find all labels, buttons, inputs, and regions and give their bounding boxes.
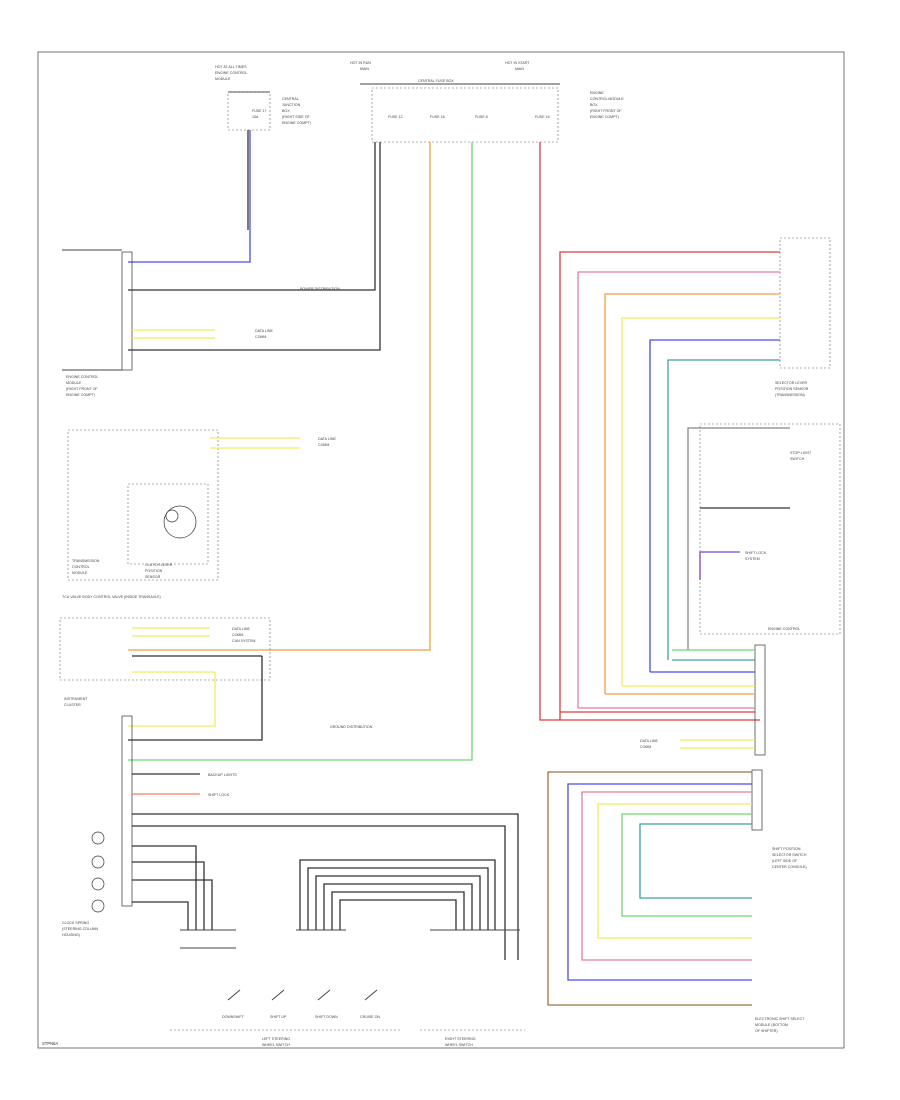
svg-text:SHIFT LOCK: SHIFT LOCK xyxy=(208,793,230,797)
svg-text:(STEERING COLUMN: (STEERING COLUMN xyxy=(62,927,99,931)
hot-in-run-block: HOT IN RUN MAIN HOT IN START MAIN CENTRA… xyxy=(350,61,624,143)
svg-text:FUSE 18: FUSE 18 xyxy=(430,115,445,119)
svg-text:(TRANSMISSION): (TRANSMISSION) xyxy=(775,393,805,397)
corner-label: STPN8A xyxy=(42,1041,58,1046)
svg-text:(RIGHT FRONT OF: (RIGHT FRONT OF xyxy=(590,109,622,113)
svg-text:WHEEL SWITCH: WHEEL SWITCH xyxy=(445,1043,473,1047)
svg-text:JUNCTION: JUNCTION xyxy=(282,103,301,107)
svg-text:SWITCH: SWITCH xyxy=(790,457,805,461)
svg-text:(RIGHT FRONT OF: (RIGHT FRONT OF xyxy=(66,387,98,391)
svg-text:MODULE: MODULE xyxy=(215,77,231,81)
svg-text:(RIGHT SIDE OF: (RIGHT SIDE OF xyxy=(282,115,310,119)
svg-text:DOWNSHIFT: DOWNSHIFT xyxy=(222,1015,245,1019)
svg-text:ELECTRONIC SHIFT SELECT: ELECTRONIC SHIFT SELECT xyxy=(755,1017,805,1021)
svg-text:CENTRAL FUSE BOX: CENTRAL FUSE BOX xyxy=(418,79,454,83)
svg-text:BOX: BOX xyxy=(282,109,290,113)
left-steering-switches: DOWNSHIFT SHIFT UP SHIFT DOWN CRUISE ON … xyxy=(170,929,400,1047)
svg-text:WHEEL SWITCH: WHEEL SWITCH xyxy=(262,1043,290,1047)
svg-text:COMM: COMM xyxy=(318,443,329,447)
svg-text:FUSE 17: FUSE 17 xyxy=(252,109,267,113)
svg-text:COMM: COMM xyxy=(640,745,651,749)
svg-text:DATA LINE: DATA LINE xyxy=(232,627,250,631)
svg-text:DATA LINE: DATA LINE xyxy=(318,437,336,441)
svg-text:ENGINE CONTROL: ENGINE CONTROL xyxy=(768,627,800,631)
tcm-block: DATA LINE COMM TRANSMISSION CONTROL MODU… xyxy=(62,429,336,599)
hot-at-all-times-block: HOT AT ALL TIMES ENGINE CONTROL MODULE F… xyxy=(215,65,311,131)
svg-text:INSTRUMENT: INSTRUMENT xyxy=(64,697,88,701)
feed-wires-top-left xyxy=(128,130,760,761)
svg-text:FUSE 12: FUSE 12 xyxy=(388,115,403,119)
svg-text:POSITION: POSITION xyxy=(145,569,163,573)
svg-text:COMM: COMM xyxy=(232,633,243,637)
svg-text:TCU VALVE BODY CONTROL VALVE (: TCU VALVE BODY CONTROL VALVE (INSIDE TRA… xyxy=(62,595,161,599)
svg-text:ENGINE CONTROL: ENGINE CONTROL xyxy=(215,71,247,75)
svg-text:CENTER CONSOLE): CENTER CONSOLE) xyxy=(772,865,807,869)
svg-text:(LEFT SIDE OF: (LEFT SIDE OF xyxy=(772,859,798,863)
svg-text:CONTROL: CONTROL xyxy=(72,565,90,569)
svg-text:15A: 15A xyxy=(252,115,259,119)
svg-text:CAN SYSTEM: CAN SYSTEM xyxy=(232,639,255,643)
svg-text:GROUND DISTRIBUTION: GROUND DISTRIBUTION xyxy=(330,725,373,729)
svg-text:CLOCK SPRING: CLOCK SPRING xyxy=(62,921,89,925)
svg-text:RIGHT STEERING: RIGHT STEERING xyxy=(445,1037,476,1041)
svg-text:LEFT STEERING: LEFT STEERING xyxy=(262,1037,290,1041)
svg-text:MODULE (BOTTOM: MODULE (BOTTOM xyxy=(755,1023,788,1027)
svg-text:SHIFT UP: SHIFT UP xyxy=(270,1015,287,1019)
svg-text:SELECTOR SWITCH: SELECTOR SWITCH xyxy=(772,853,807,857)
svg-text:CENTRAL: CENTRAL xyxy=(282,97,299,101)
instrument-cluster-block: DATA LINE COMM CAN SYSTEM INSTRUMENT CLU… xyxy=(59,617,373,741)
svg-text:HOUSING): HOUSING) xyxy=(62,933,80,937)
svg-text:SHIFT DOWN: SHIFT DOWN xyxy=(315,1015,338,1019)
svg-text:BACKUP LIGHTS: BACKUP LIGHTS xyxy=(208,773,237,777)
svg-text:MODULE: MODULE xyxy=(66,381,82,385)
svg-text:POWER DISTRIBUTION: POWER DISTRIBUTION xyxy=(300,287,340,291)
shift-position-module: SHIFT POSITION SELECTOR SWITCH (LEFT SID… xyxy=(547,769,807,1033)
svg-text:BOX: BOX xyxy=(590,103,598,107)
svg-text:ENGINE COMPT): ENGINE COMPT) xyxy=(590,115,619,119)
svg-text:HOT IN RUN: HOT IN RUN xyxy=(350,61,371,65)
svg-text:SELECTOR LEVER: SELECTOR LEVER xyxy=(775,381,807,385)
svg-text:FUSE 8: FUSE 8 xyxy=(475,115,488,119)
svg-text:DATA LINE: DATA LINE xyxy=(640,739,658,743)
svg-text:SENSOR: SENSOR xyxy=(145,575,161,579)
clock-spring-block: BACKUP LIGHTS SHIFT LOCK CLOCK SPRING (S… xyxy=(62,715,519,960)
svg-text:MODULE: MODULE xyxy=(72,571,88,575)
svg-text:CLUSTER: CLUSTER xyxy=(64,703,81,707)
svg-text:CRUISE ON: CRUISE ON xyxy=(360,1015,380,1019)
svg-text:DATA LINE: DATA LINE xyxy=(255,329,273,333)
svg-text:ENGINE COMPT): ENGINE COMPT) xyxy=(66,393,95,397)
svg-text:ENGINE CONTROL: ENGINE CONTROL xyxy=(66,375,98,379)
diagram-frame xyxy=(37,51,845,1049)
svg-text:COMM: COMM xyxy=(255,335,266,339)
right-steering-switches: RIGHT STEERING WHEEL SWITCH xyxy=(296,859,525,1047)
svg-text:ENGINE: ENGINE xyxy=(590,91,604,95)
svg-text:MAIN: MAIN xyxy=(515,67,524,71)
svg-text:CLUTCH LEVER: CLUTCH LEVER xyxy=(145,563,173,567)
svg-text:SHIFT LOCK: SHIFT LOCK xyxy=(745,551,767,555)
svg-text:MAIN: MAIN xyxy=(360,67,369,71)
selector-lever-sensor: SELECTOR LEVER POSITION SENSOR (TRANSMIS… xyxy=(559,237,831,720)
svg-text:HOT IN START: HOT IN START xyxy=(505,61,530,65)
svg-text:HOT AT ALL TIMES: HOT AT ALL TIMES xyxy=(215,65,247,69)
ecm-left-connector: ENGINE CONTROL MODULE (RIGHT FRONT OF EN… xyxy=(62,249,340,397)
svg-text:STOP LIGHT: STOP LIGHT xyxy=(790,451,812,455)
stop-light-block: STOP LIGHT SWITCH SHIFT LOCK SYSTEM xyxy=(687,423,841,650)
svg-text:FUSE 16: FUSE 16 xyxy=(535,115,550,119)
svg-text:OF SHIFTER): OF SHIFTER) xyxy=(755,1029,778,1033)
svg-text:CONTROL MODULE: CONTROL MODULE xyxy=(590,97,624,101)
ecm-right-connector: DATA LINE COMM ENGINE CONTROL xyxy=(560,627,800,756)
svg-text:ENGINE COMPT): ENGINE COMPT) xyxy=(282,121,311,125)
svg-text:TRANSMISSION: TRANSMISSION xyxy=(72,559,100,563)
svg-text:SHIFT POSITION: SHIFT POSITION xyxy=(772,847,801,851)
svg-text:POSITION SENSOR: POSITION SENSOR xyxy=(775,387,809,391)
svg-text:SYSTEM: SYSTEM xyxy=(745,557,760,561)
